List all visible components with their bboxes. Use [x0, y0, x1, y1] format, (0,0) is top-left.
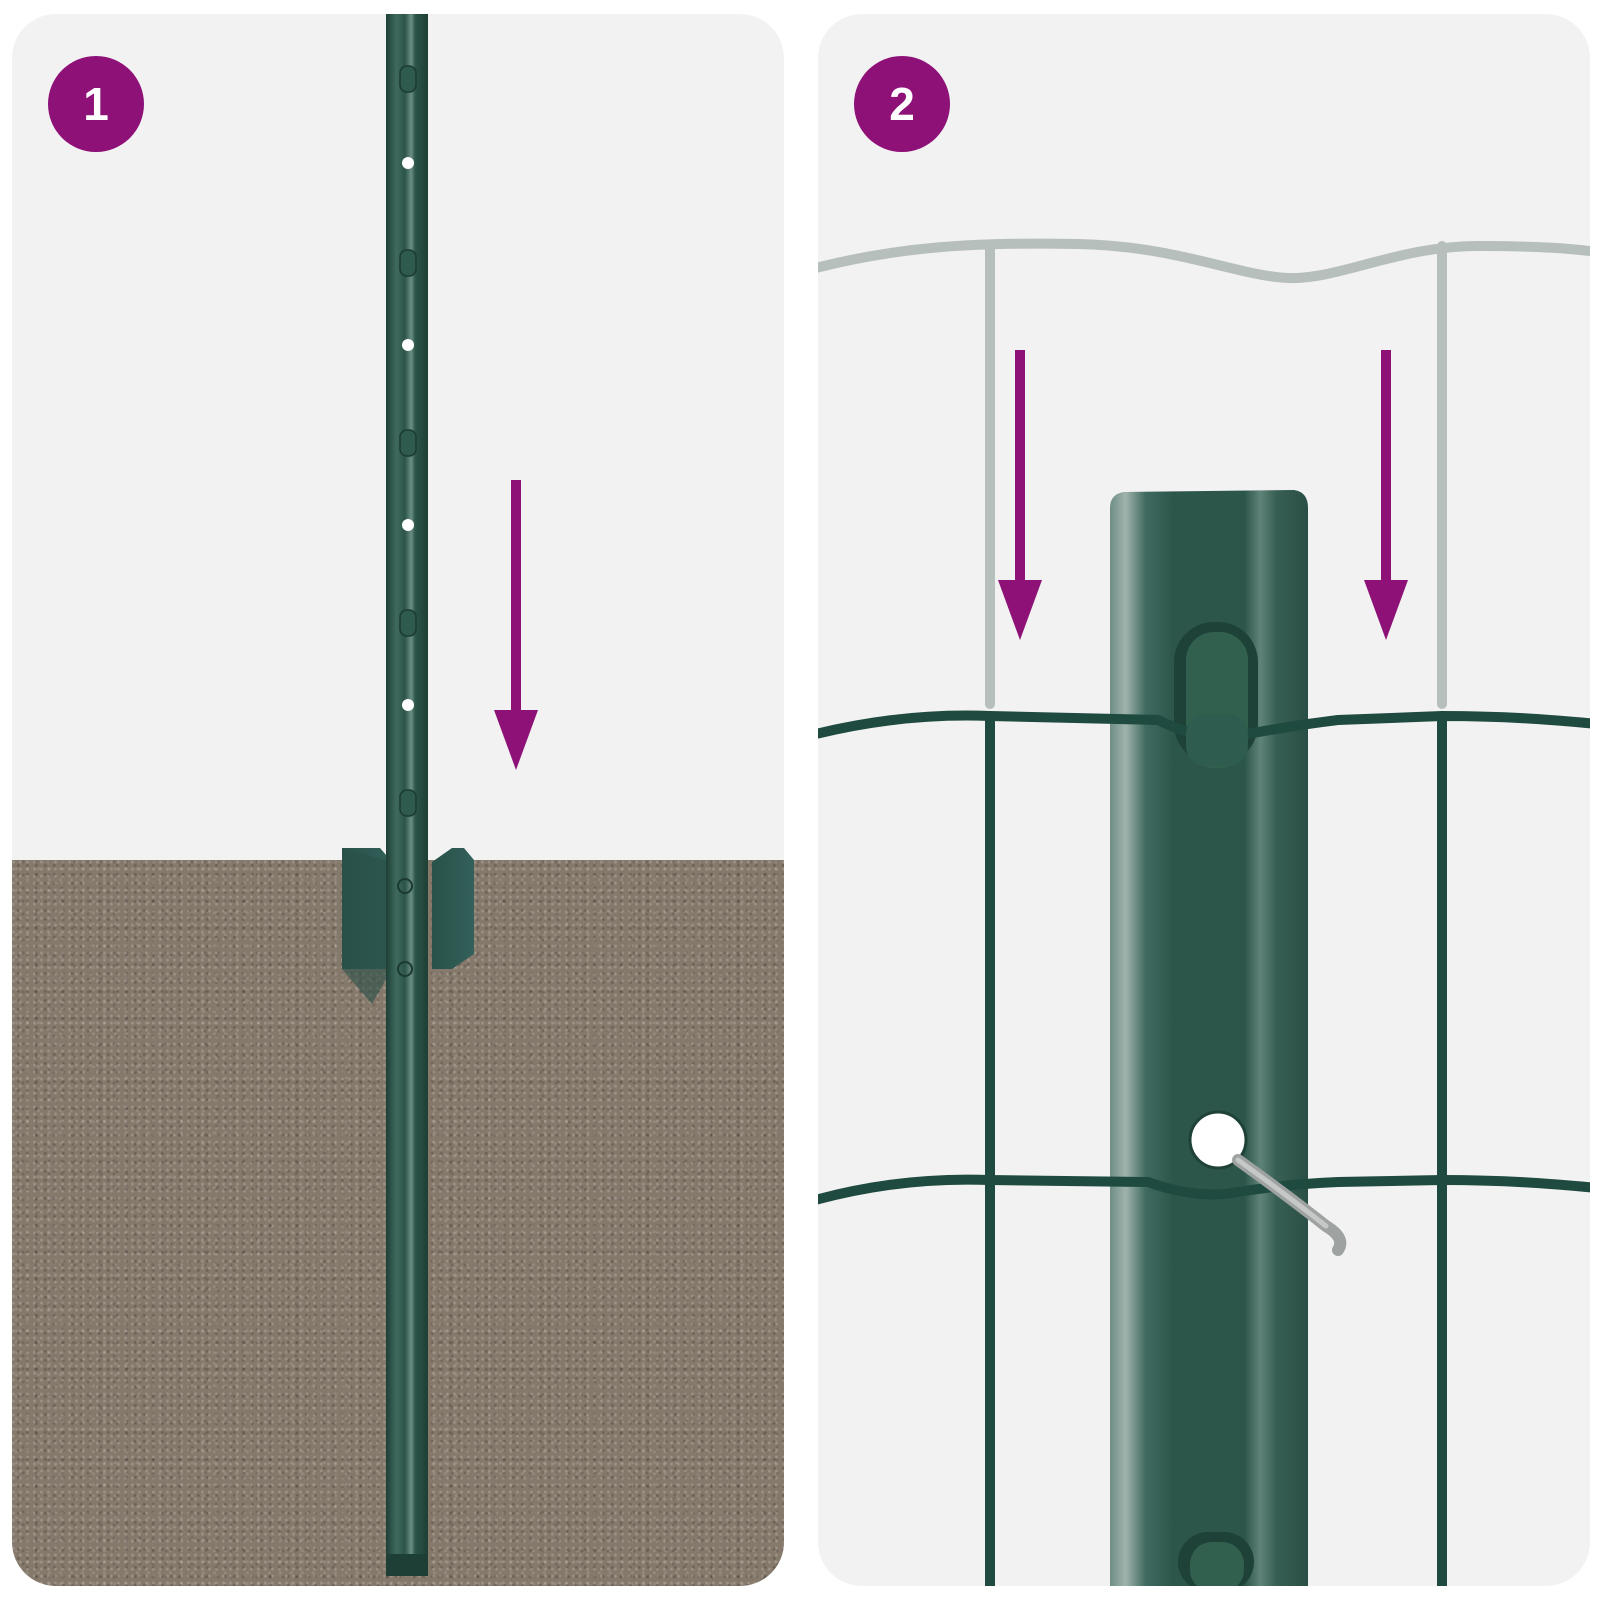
step-badge: 2	[854, 56, 950, 152]
mesh-clip-icon	[1232, 1154, 1347, 1256]
mesh-ghost	[818, 238, 1590, 709]
down-arrow-icon	[494, 480, 538, 770]
post-hole	[1188, 1110, 1248, 1170]
step-number: 2	[889, 78, 915, 130]
down-arrow-icon-right	[1364, 350, 1408, 640]
mesh-attachment-illustration	[818, 238, 1590, 1586]
down-arrow-icon-left	[998, 350, 1042, 640]
anchor-plate-right	[432, 848, 474, 969]
step-number: 1	[83, 78, 109, 130]
post-body	[1110, 490, 1308, 1586]
step-1-panel: 1	[12, 14, 784, 1586]
step-2-panel: 2	[818, 14, 1590, 1586]
t-post-illustration	[342, 14, 538, 1576]
step-badge: 1	[48, 56, 144, 152]
